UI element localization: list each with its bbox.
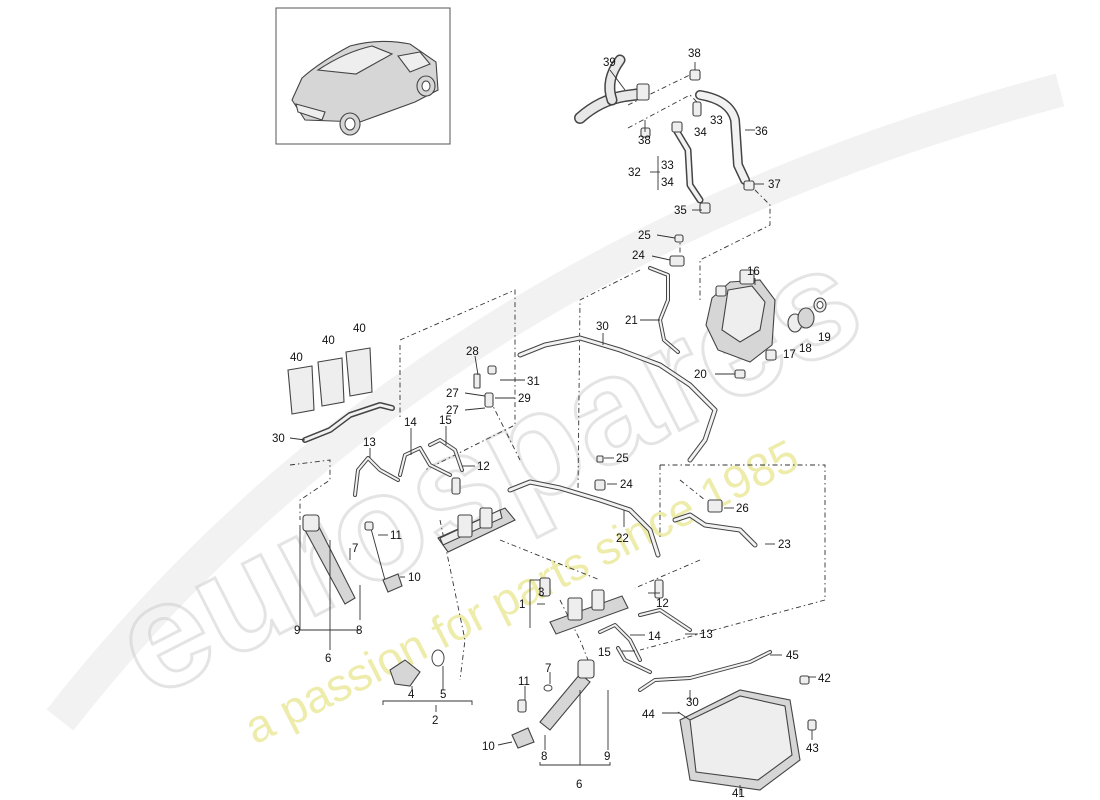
callout-9: 9: [604, 751, 610, 763]
callout-17: 17: [783, 349, 796, 361]
callout-34: 34: [694, 127, 707, 139]
callout-30: 30: [596, 321, 609, 333]
callout-37: 37: [768, 179, 781, 191]
callout-40: 40: [322, 335, 335, 347]
callout-41: 41: [732, 788, 745, 800]
callout-43: 43: [806, 743, 819, 755]
callout-6: 6: [325, 653, 331, 665]
callout-30: 30: [272, 433, 285, 445]
callout-33: 33: [710, 115, 723, 127]
callout-7: 7: [545, 663, 551, 675]
fuel-lines: [507, 266, 758, 558]
heat-shield-lower: [638, 650, 817, 791]
callout-21: 21: [625, 315, 638, 327]
fuel-rail-lower: [539, 577, 692, 674]
callout-10: 10: [482, 741, 495, 753]
callout-29: 29: [518, 393, 531, 405]
callout-39: 39: [603, 57, 616, 69]
coolant-hoses: [574, 54, 755, 214]
callout-13: 13: [700, 629, 713, 641]
leader-lines: [289, 62, 816, 795]
callout-3: 3: [538, 587, 544, 599]
callout-20: 20: [694, 369, 707, 381]
callout-26: 26: [736, 503, 749, 515]
callouts: 39 38 38 33 34 36 32 33 34 37 35 25 24 1…: [272, 48, 831, 800]
callout-35: 35: [674, 205, 687, 217]
callout-44: 44: [642, 709, 655, 721]
callout-12: 12: [656, 598, 669, 610]
callout-8: 8: [356, 625, 362, 637]
callout-40: 40: [353, 323, 366, 335]
callout-7: 7: [352, 543, 358, 555]
callout-40: 40: [290, 352, 303, 364]
callout-25: 25: [616, 453, 629, 465]
callout-15: 15: [439, 415, 452, 427]
callout-1: 1: [519, 599, 525, 611]
callout-32: 32: [628, 167, 641, 179]
vehicle-thumbnail: [275, 7, 451, 145]
callout-31: 31: [527, 376, 540, 388]
callout-38: 38: [638, 135, 651, 147]
callout-11: 11: [518, 676, 530, 688]
callout-12: 12: [477, 461, 490, 473]
callout-10: 10: [408, 572, 421, 584]
fuel-rail-upper: [353, 365, 516, 553]
callout-19: 19: [818, 332, 831, 344]
callout-38: 38: [688, 48, 701, 60]
callout-33: 33: [661, 160, 674, 172]
callout-5: 5: [440, 689, 446, 701]
callout-8: 8: [541, 751, 547, 763]
callout-42: 42: [818, 673, 831, 685]
callout-27: 27: [446, 388, 459, 400]
callout-13: 13: [363, 437, 376, 449]
callout-14: 14: [404, 417, 417, 429]
callout-24: 24: [620, 479, 633, 491]
callout-14: 14: [648, 631, 661, 643]
callout-9: 9: [294, 625, 300, 637]
callout-6: 6: [576, 779, 582, 791]
callout-11: 11: [390, 530, 402, 542]
high-pressure-pump: [669, 234, 827, 379]
callout-4: 4: [408, 689, 415, 701]
callout-25: 25: [638, 230, 651, 242]
callout-45: 45: [786, 650, 799, 662]
callout-23: 23: [778, 539, 791, 551]
callout-18: 18: [799, 343, 812, 355]
watermark: eurospares a passion for parts since 198…: [46, 73, 1065, 754]
callout-22: 22: [616, 533, 629, 545]
injector-lower: [511, 659, 595, 749]
callout-27: 27: [446, 405, 459, 417]
callout-36: 36: [755, 126, 768, 138]
callout-34: 34: [661, 177, 674, 189]
callout-15: 15: [598, 647, 611, 659]
injector-left: [299, 514, 403, 631]
callout-24: 24: [632, 250, 645, 262]
pressure-sensor: [389, 649, 445, 687]
callout-30: 30: [686, 697, 699, 709]
callout-16: 16: [747, 266, 760, 278]
callout-2: 2: [432, 715, 438, 727]
callout-28: 28: [466, 346, 479, 358]
heat-shields: [287, 347, 395, 443]
